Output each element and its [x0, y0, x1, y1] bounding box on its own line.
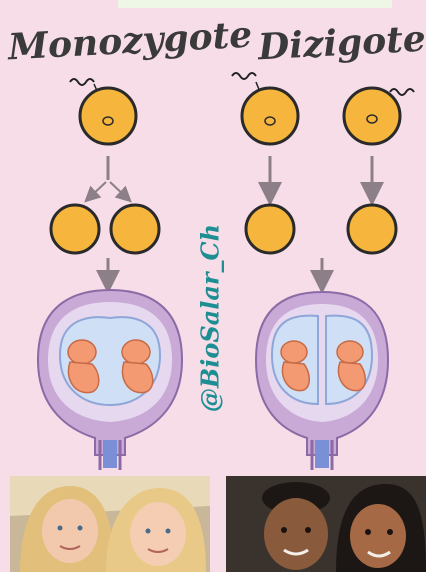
mono-egg-cell-icon — [80, 88, 136, 144]
mono-cell-left-icon — [51, 205, 99, 253]
di-cell-right-icon — [348, 205, 396, 253]
mono-twins-photo — [10, 476, 210, 572]
mono-fetus-left-icon — [68, 340, 99, 393]
mono-fetus-right-icon — [122, 340, 153, 393]
mono-cell-right-icon — [111, 205, 159, 253]
mono-split-arrow-right — [110, 182, 126, 197]
di-egg-right-icon — [344, 88, 400, 144]
di-egg-left-icon — [242, 88, 298, 144]
di-uterus-icon — [256, 292, 388, 470]
watermark-text: @BioSalar_Ch — [196, 224, 225, 412]
di-twins-photo — [226, 476, 426, 572]
di-cell-left-icon — [246, 205, 294, 253]
mono-split-arrow-left — [90, 182, 106, 197]
mono-uterus-icon — [38, 290, 182, 470]
